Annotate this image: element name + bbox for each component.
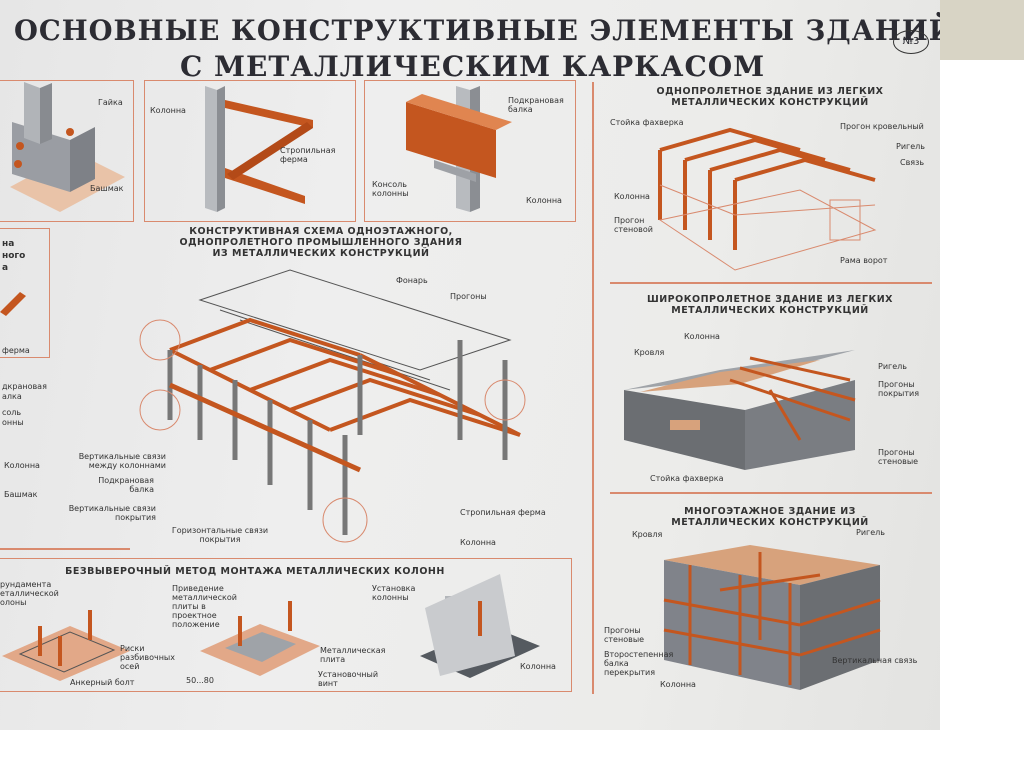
strip-text-1: на <box>2 239 15 249</box>
detail-truss-panel <box>144 80 356 222</box>
label-column-main: Колонна <box>460 538 496 547</box>
label-lantern: Фонарь <box>396 276 428 285</box>
multi-building-heading: МНОГОЭТАЖНОЕ ЗДАНИЕ ИЗ МЕТАЛЛИЧЕСКИХ КОН… <box>671 506 869 528</box>
detail-base-panel <box>0 80 134 222</box>
label-foundation: рундамента еталлической олоны <box>0 580 59 607</box>
background-corner <box>940 0 1024 60</box>
label-vbrace-multi: Вертикальная связь <box>832 656 918 665</box>
label-secondary-beam: Второстепенная балка перекрытия <box>604 650 674 677</box>
multi-building-drawing <box>663 545 881 690</box>
label-risks: Риски разбивочных осей <box>120 644 175 671</box>
label-girder-wide: Ригель <box>878 362 907 371</box>
label-column-light: Колонна <box>614 192 650 201</box>
left-strip-panel <box>0 228 50 358</box>
mounting-panel <box>0 558 572 692</box>
label-dimension: 50...80 <box>186 676 214 685</box>
label-column-mount: Колонна <box>520 662 556 671</box>
column-base-drawing <box>10 82 125 212</box>
column-truss-drawing <box>205 86 313 212</box>
label-vbraces-roof: Вертикальные связи покрытия <box>68 504 156 522</box>
label-truss-1: Стропильная ферма <box>280 146 336 164</box>
label-install-column: Установка колонны <box>372 584 416 602</box>
label-girder-light: Ригель <box>896 142 925 151</box>
label-rack-light: Стойка фахверка <box>610 118 684 127</box>
label-roof-multi: Кровля <box>632 530 663 539</box>
label-truss-main: Стропильная ферма <box>460 508 546 517</box>
label-wall-purlins-wide: Прогоны стеновые <box>878 448 919 466</box>
strip-text-6: алка <box>2 392 22 401</box>
label-wall-purlins-multi: Прогоны стеновые <box>604 626 645 644</box>
label-roof-purlin: Прогон кровельный <box>840 122 924 131</box>
strip-text-2: ного <box>2 251 26 261</box>
main-frame-drawing <box>139 269 526 543</box>
detail-crane-panel <box>364 80 576 222</box>
label-wall-purlin: Прогон стеновой <box>614 216 653 234</box>
label-crane-beam: Подкрановая балка <box>508 96 564 114</box>
wide-building-drawing <box>624 350 856 470</box>
poster-title-line2: С МЕТАЛЛИЧЕСКИМ КАРКАСОМ <box>180 50 766 83</box>
label-shoe: Башмак <box>90 184 124 193</box>
label-roof-wide: Кровля <box>634 348 665 357</box>
strip-text-4: ферма <box>2 346 30 355</box>
strip-text-10: Башмак <box>4 490 38 499</box>
strip-text-8: онны <box>2 418 24 427</box>
crane-beam-drawing <box>406 86 512 212</box>
strip-text-9: Колонна <box>4 461 40 470</box>
poster-title-line1: ОСНОВНЫЕ КОНСТРУКТИВНЫЕ ЭЛЕМЕНТЫ ЗДАНИЙ <box>14 14 940 47</box>
left-divider <box>0 548 130 550</box>
label-anchor: Анкерный болт <box>70 678 135 687</box>
sheet-number: №3 <box>893 30 929 54</box>
main-scheme-heading: КОНСТРУКТИВНАЯ СХЕМА ОДНОЭТАЖНОГО, ОДНОП… <box>179 226 463 259</box>
label-screw: Установочный винт <box>318 670 379 688</box>
label-column-1: Колонна <box>150 106 186 115</box>
light-building-drawing <box>658 127 877 271</box>
strip-drawing <box>0 292 26 316</box>
label-column-multi: Колонна <box>660 680 696 689</box>
divider-2 <box>610 492 932 494</box>
wide-building-heading: ШИРОКОПРОЛЕТНОЕ ЗДАНИЕ ИЗ ЛЕГКИХ МЕТАЛЛИ… <box>647 294 893 316</box>
label-girder-multi: Ригель <box>856 528 885 537</box>
mounting-drawings <box>2 574 540 681</box>
strip-text-3: а <box>2 263 9 273</box>
column-divider <box>592 82 594 694</box>
label-console: Консоль колонны <box>372 180 409 198</box>
divider-1 <box>610 282 932 284</box>
light-building-heading: ОДНОПРОЛЕТНОЕ ЗДАНИЕ ИЗ ЛЕГКИХ МЕТАЛЛИЧЕ… <box>656 86 884 108</box>
label-hbraces: Горизонтальные связи покрытия <box>171 526 269 544</box>
mounting-heading: БЕЗВЫВЕРОЧНЫЙ МЕТОД МОНТАЖА МЕТАЛЛИЧЕСКИ… <box>65 566 445 577</box>
label-column-wide: Колонна <box>684 332 720 341</box>
label-column-2: Колонна <box>526 196 562 205</box>
label-brace-light: Связь <box>900 158 925 167</box>
label-purlins: Прогоны <box>450 292 487 301</box>
label-vbraces-columns: Вертикальные связи между колоннами <box>78 452 166 470</box>
strip-text-5: дкрановая <box>2 382 47 391</box>
label-crane-beam-main: Подкрановая балка <box>98 476 154 494</box>
label-metal-plate: Металлическая плита <box>320 646 386 664</box>
label-nut: Гайка <box>98 98 123 107</box>
label-gate: Рама ворот <box>840 256 888 265</box>
label-rack-wide: Стойка фахверка <box>650 474 724 483</box>
label-roof-purlins-wide: Прогоны покрытия <box>878 380 920 398</box>
poster-photo: ОСНОВНЫЕ КОНСТРУКТИВНЫЕ ЭЛЕМЕНТЫ ЗДАНИЙ … <box>0 0 940 730</box>
label-bring-plate: Приведение металлической плиты в проектн… <box>172 584 237 629</box>
strip-text-7: соль <box>2 408 22 417</box>
